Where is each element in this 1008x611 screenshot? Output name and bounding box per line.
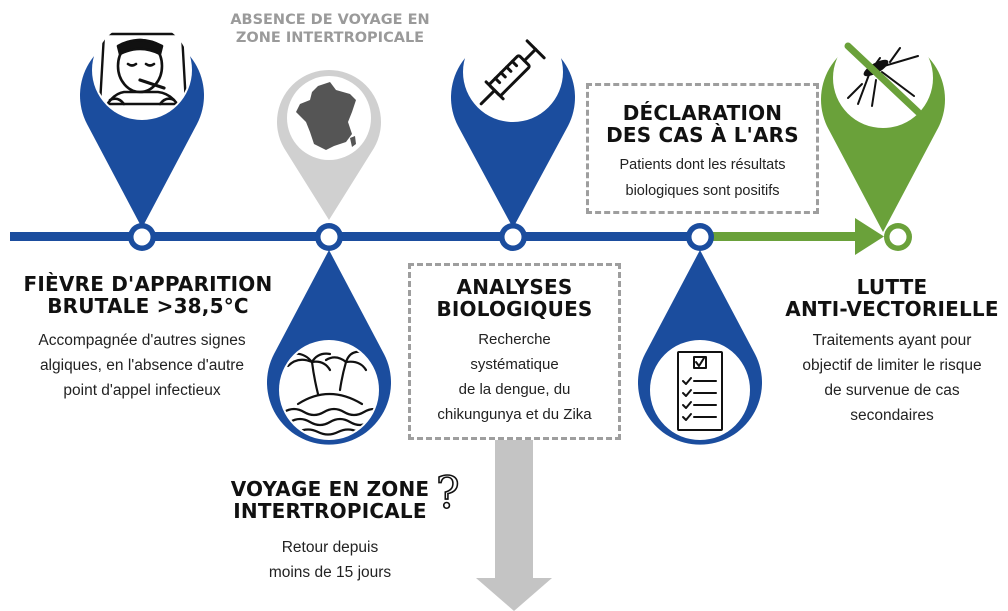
pin-declaration: [637, 250, 763, 445]
checklist-icon: [677, 351, 723, 431]
france-map-icon: [296, 82, 356, 150]
no-travel-title: ABSENCE DE VOYAGE EN ZONE INTERTROPICALE: [230, 12, 430, 46]
lutte-desc: Traitements ayant pour objectif de limit…: [802, 332, 982, 424]
analyses-title: ANALYSES BIOLOGIQUES: [436, 275, 593, 321]
fever-desc: Accompagnée d'autres signes algiques, en…: [38, 332, 246, 399]
lutte-title: LUTTE ANTI-VECTORIELLE: [785, 275, 999, 321]
pin-no-travel: [277, 69, 381, 220]
syringe-icon: [479, 39, 546, 106]
travel-title: VOYAGE EN ZONE INTERTROPICALE: [230, 477, 430, 523]
timeline-nodes: [128, 223, 912, 251]
no-mosquito-icon: [847, 47, 919, 107]
declaration-title: DÉCLARATION DES CAS À L'ARS: [606, 101, 799, 147]
timeline-line: [10, 218, 884, 255]
declaration-desc: Patients dont les résultats biologiques …: [619, 157, 786, 199]
travel-desc: Retour depuis moins de 15 jours: [268, 539, 392, 581]
pin-lutte: [820, 28, 945, 232]
pin-travel: [267, 250, 391, 445]
analyses-desc: Recherche systématique de la dengue, du …: [437, 331, 592, 423]
timeline-arrowhead: [855, 218, 884, 255]
pin-fever: [80, 20, 204, 228]
declaration-box: [586, 83, 819, 214]
down-arrow: [476, 440, 552, 611]
analyses-box: [408, 263, 621, 440]
pin-analyses: [451, 22, 575, 228]
question-mark-icon: ?: [435, 468, 460, 519]
fever-title: FIÈVRE D'APPARITION BRUTALE >38,5°C: [23, 272, 273, 318]
